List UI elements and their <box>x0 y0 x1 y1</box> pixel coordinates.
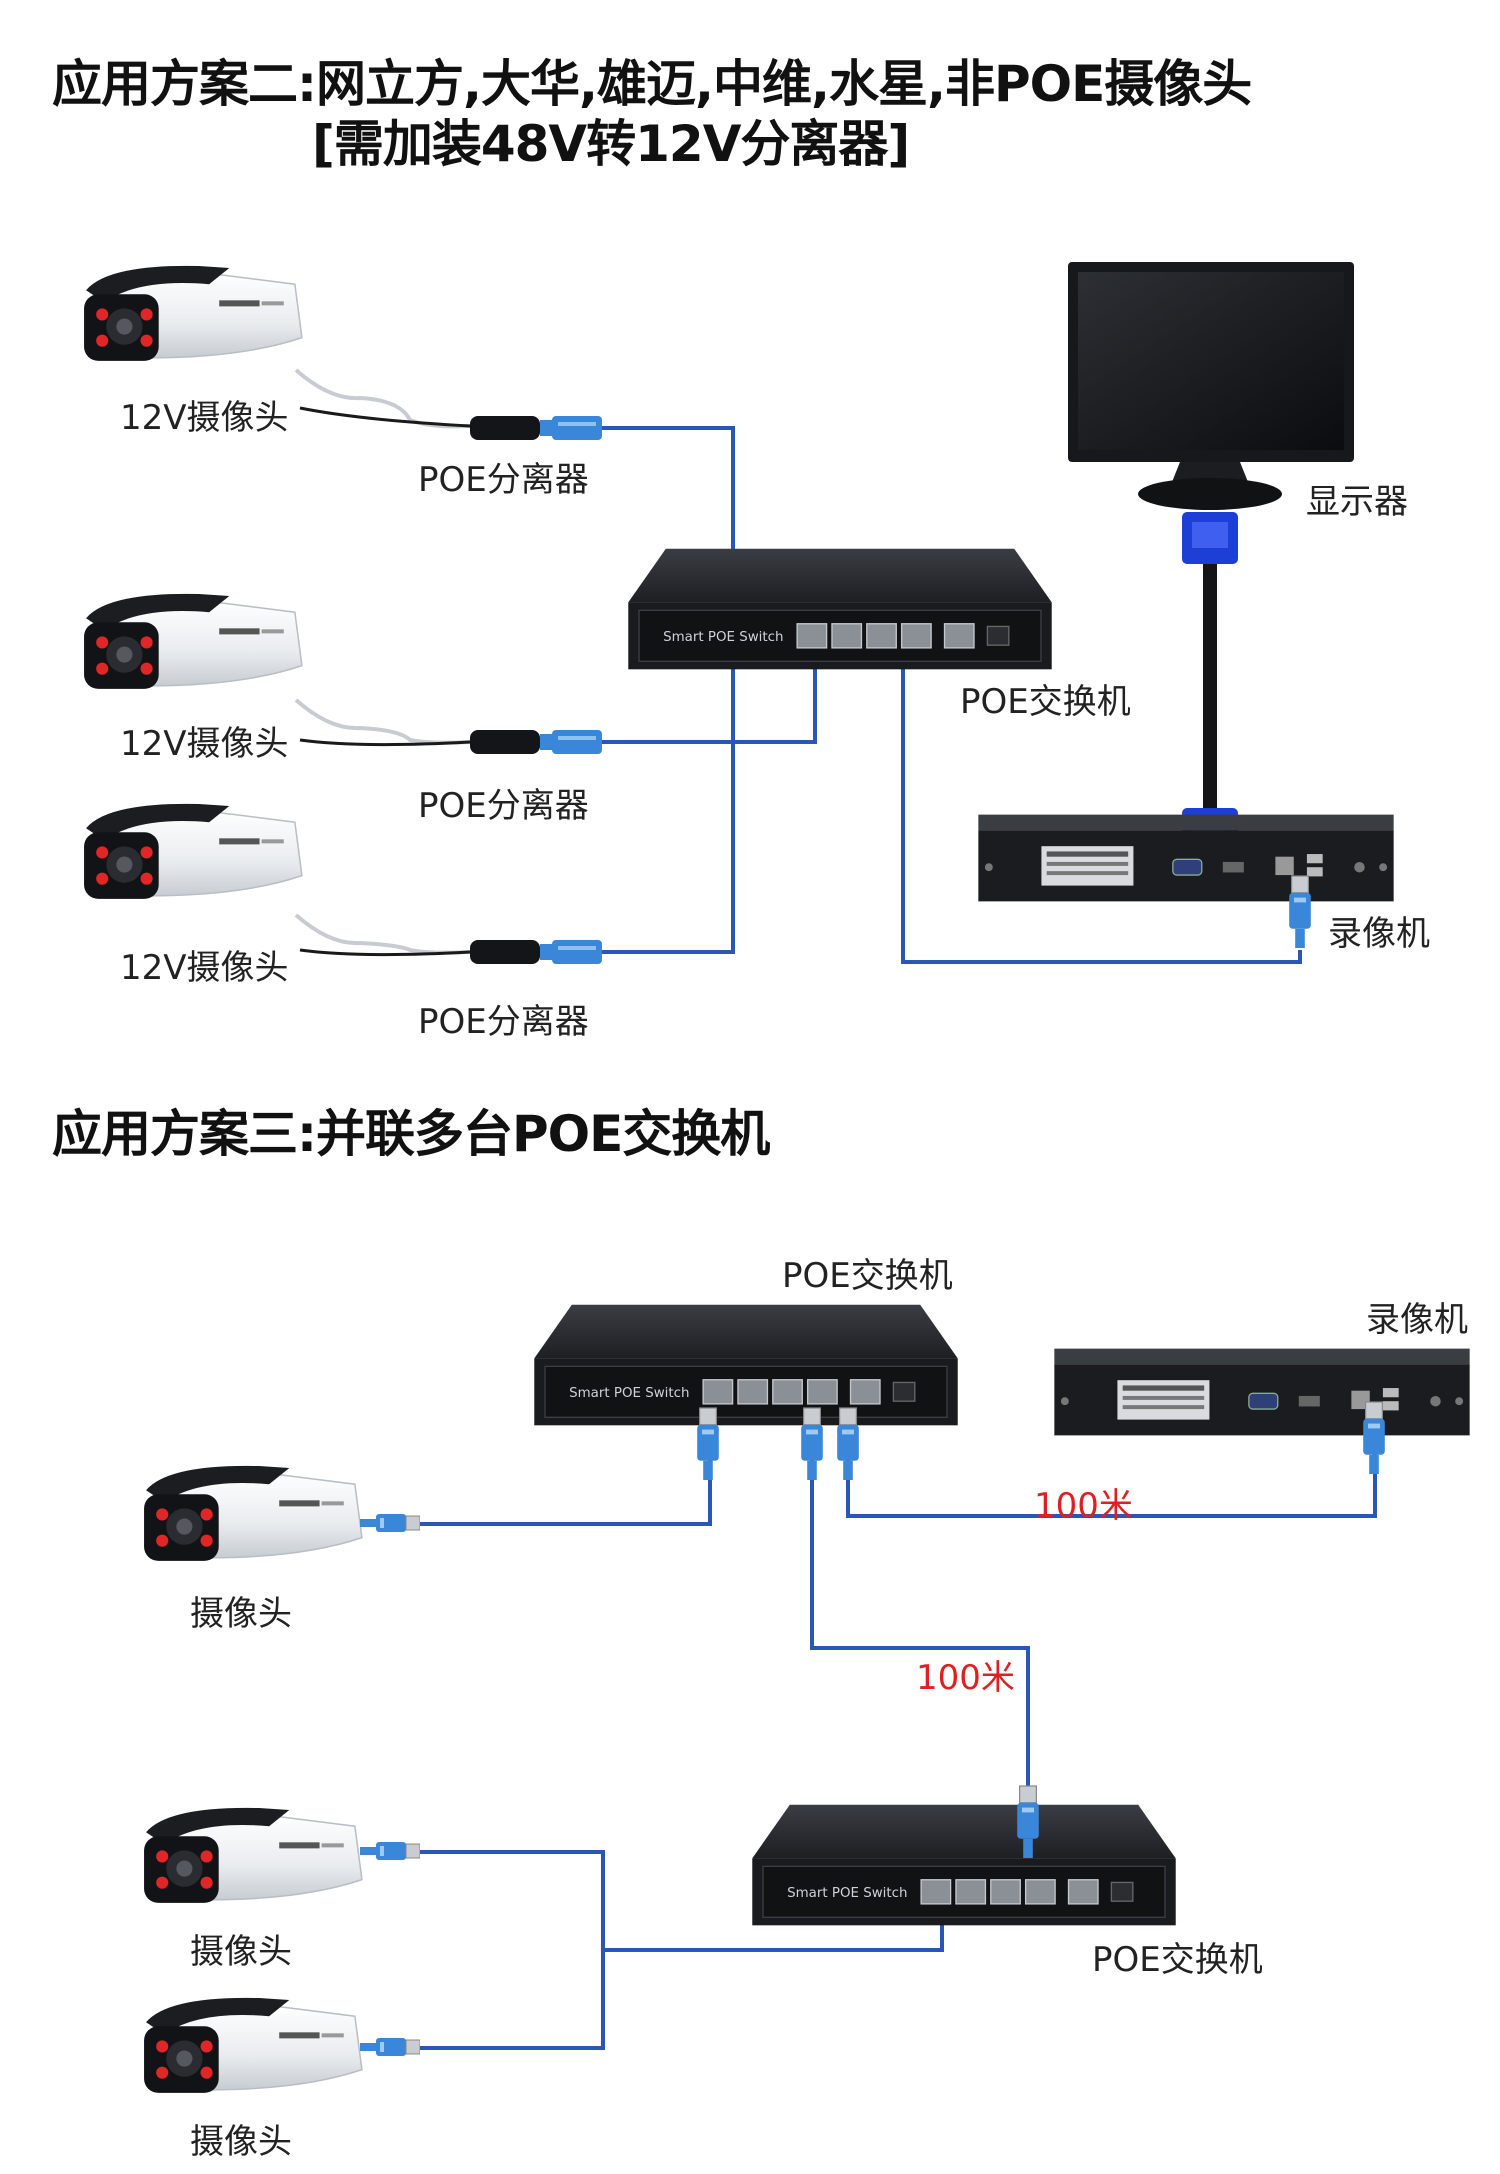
camera-1-label: 12V摄像头 <box>120 398 289 438</box>
vga-cable <box>1182 512 1238 860</box>
camera-1-icon <box>83 265 303 362</box>
monitor-icon <box>1068 262 1354 510</box>
camera-c-icon <box>143 1997 363 2094</box>
rj45-port3-icon <box>800 1407 824 1481</box>
distance-label-1: 100米 <box>1034 1486 1133 1526</box>
scheme3-title: 应用方案三:并联多台POE交换机 <box>52 1105 770 1163</box>
poe-splitter-3-icon <box>470 940 602 964</box>
switch-top-label: POE交换机 <box>782 1256 953 1296</box>
nvr-icon <box>977 813 1395 903</box>
switch-label: POE交换机 <box>960 682 1131 722</box>
camera-2-icon <box>83 593 303 690</box>
cable-splitter3-switch <box>600 665 735 954</box>
scheme3-cables <box>372 1450 1377 2050</box>
cable-switch-nvr <box>901 665 1302 964</box>
poe-switch-icon <box>627 548 1053 671</box>
scheme2-title: 应用方案二:网立方,大华,雄迈,中维,水星,非POE摄像头 <box>52 55 1252 113</box>
poe-switch-top-icon <box>533 1304 959 1427</box>
nvr-scheme3-rj45-icon <box>1362 1401 1386 1475</box>
camera-a-label: 摄像头 <box>190 1594 292 1634</box>
nvr-scheme3-label: 录像机 <box>1366 1300 1468 1340</box>
scheme2-dc-leads <box>299 406 471 957</box>
camera-b-label: 摄像头 <box>190 1932 292 1972</box>
rj45-port1-icon <box>696 1407 720 1481</box>
camera-b-icon <box>143 1807 363 1904</box>
nvr-rj45-icon <box>1288 875 1312 949</box>
splitter-3-label: POE分离器 <box>418 1002 589 1042</box>
scheme2-subtitle: [需加装48V转12V分离器] <box>312 115 910 173</box>
camera-3-label: 12V摄像头 <box>120 948 289 988</box>
cable-switch-top-nvr <box>846 1450 1377 1518</box>
cable-splitter2-switch <box>600 665 817 744</box>
camera-c-label: 摄像头 <box>190 2122 292 2162</box>
cable-camera-b-bus <box>400 1850 605 2050</box>
cable-camera-a-switch-top <box>372 1460 712 1526</box>
poe-splitter-2-icon <box>470 730 602 754</box>
camera-a-rj45-icon <box>360 1513 420 1533</box>
camera-c-rj45-icon <box>360 2037 420 2057</box>
splitter-1-label: POE分离器 <box>418 460 589 500</box>
monitor-label: 显示器 <box>1306 482 1408 522</box>
nvr-scheme3-icon <box>1053 1347 1471 1437</box>
nvr-label: 录像机 <box>1328 914 1430 954</box>
camera-2-label: 12V摄像头 <box>120 724 289 764</box>
cable-switch-top-switch-bottom <box>810 1460 1030 1840</box>
poe-splitter-1-icon <box>470 416 602 440</box>
cable-splitter1-switch <box>600 426 735 596</box>
poe-switch-bottom-icon <box>751 1804 1177 1927</box>
camera-3-icon <box>83 803 303 900</box>
camera-a-icon <box>143 1465 363 1562</box>
scheme2-cables <box>600 426 1302 964</box>
rj45-port4-icon <box>836 1407 860 1481</box>
distance-label-2: 100米 <box>916 1658 1015 1698</box>
splitter-2-label: POE分离器 <box>418 786 589 826</box>
camera-b-rj45-icon <box>360 1841 420 1861</box>
cable-bus-switch-bottom <box>603 1920 944 1952</box>
switch-bottom-label: POE交换机 <box>1092 1940 1263 1980</box>
